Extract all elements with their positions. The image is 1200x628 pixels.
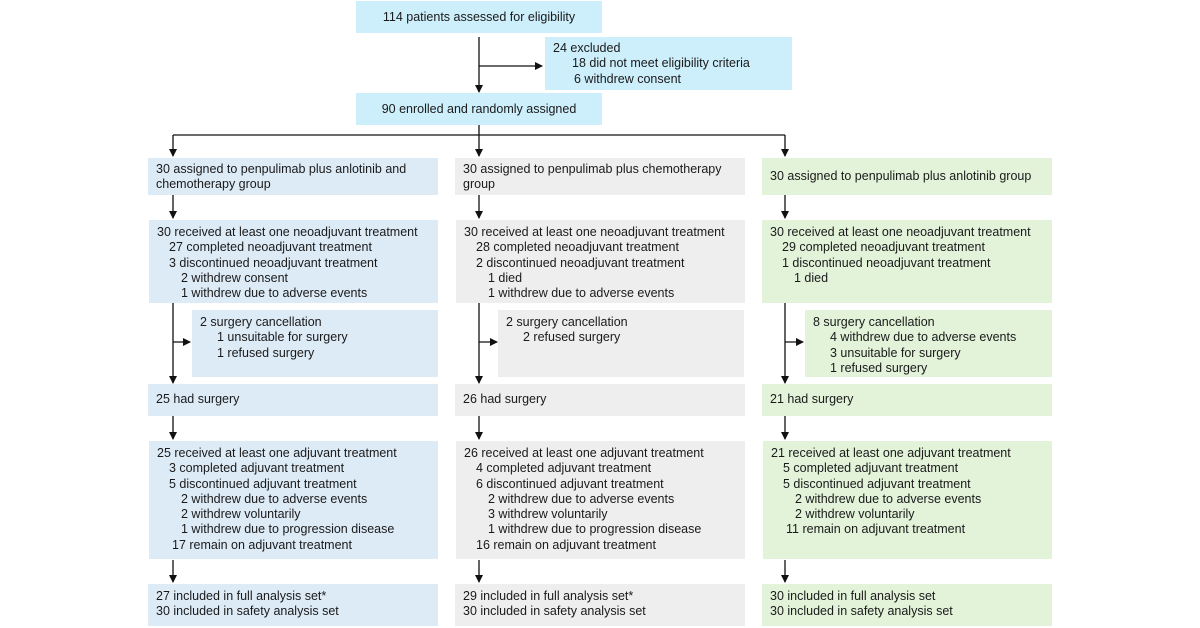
neo-received: 30 received at least one neoadjuvant tre… <box>157 225 418 239</box>
group2-adjuvant-box: 26 received at least one adjuvant treatm… <box>456 441 745 559</box>
surgery-text: 21 had surgery <box>770 392 854 406</box>
cancel-reason: 1 refused surgery <box>217 345 315 360</box>
group3-assigned-box: 30 assigned to penpulimab plus anlotinib… <box>762 158 1052 195</box>
cancel-title: 2 surgery cancellation <box>506 315 628 329</box>
neo-reason: 2 withdrew consent <box>181 270 289 285</box>
analysis-full: 27 included in full analysis set* <box>156 589 327 603</box>
enrolled-box: 90 enrolled and randomly assigned <box>356 93 602 125</box>
adj-remain: 11 remain on adjuvant treatment <box>786 522 966 537</box>
adj-reason: 1 withdrew due to progression disease <box>488 522 702 537</box>
adj-received: 25 received at least one adjuvant treatm… <box>157 446 397 460</box>
group3-assigned-text: 30 assigned to penpulimab plus anlotinib… <box>770 169 1032 183</box>
group1-assigned-text: 30 assigned to penpulimab plus anlotinib… <box>156 162 407 192</box>
neo-received: 30 received at least one neoadjuvant tre… <box>464 225 725 239</box>
cancel-title: 8 surgery cancellation <box>813 315 935 329</box>
cancel-reason: 1 unsuitable for surgery <box>217 330 348 345</box>
neo-completed: 29 completed neoadjuvant treatment <box>782 240 985 255</box>
analysis-safety: 30 included in safety analysis set <box>463 604 646 619</box>
excluded-title: 24 excluded <box>553 41 621 55</box>
group2-neoadjuvant-box: 30 received at least one neoadjuvant tre… <box>456 220 745 303</box>
group2-surgery-box: 26 had surgery <box>455 384 745 416</box>
neo-completed: 28 completed neoadjuvant treatment <box>476 240 679 255</box>
group2-assigned-box: 30 assigned to penpulimab plus chemother… <box>455 158 745 195</box>
adj-completed: 5 completed adjuvant treatment <box>783 461 959 476</box>
group3-analysis-box: 30 included in full analysis set 30 incl… <box>762 584 1052 626</box>
neo-reason: 1 withdrew due to adverse events <box>181 286 368 301</box>
group1-neoadjuvant-box: 30 received at least one neoadjuvant tre… <box>149 220 438 303</box>
adj-discontinued: 5 discontinued adjuvant treatment <box>783 476 971 491</box>
analysis-full: 30 included in full analysis set <box>770 589 936 603</box>
neo-reason: 1 died <box>794 270 829 285</box>
adj-reason: 2 withdrew due to adverse events <box>488 491 675 506</box>
excluded-reason: 18 did not meet eligibility criteria <box>572 56 750 71</box>
group1-adjuvant-box: 25 received at least one adjuvant treatm… <box>149 441 438 559</box>
group3-cancellation-box: 8 surgery cancellation 4 withdrew due to… <box>805 310 1052 377</box>
surgery-text: 26 had surgery <box>463 392 547 406</box>
adj-remain: 16 remain on adjuvant treatment <box>476 537 656 552</box>
group2-cancellation-box: 2 surgery cancellation 2 refused surgery <box>498 310 744 377</box>
group2-analysis-box: 29 included in full analysis set* 30 inc… <box>455 584 745 626</box>
adj-received: 21 received at least one adjuvant treatm… <box>771 446 1011 460</box>
neo-discontinued: 3 discontinued neoadjuvant treatment <box>169 255 378 270</box>
neo-discontinued: 1 discontinued neoadjuvant treatment <box>782 255 991 270</box>
adj-discontinued: 6 discontinued adjuvant treatment <box>476 476 664 491</box>
assessed-box: 114 patients assessed for eligibility <box>356 1 602 33</box>
neo-reason: 1 withdrew due to adverse events <box>488 286 675 301</box>
group1-assigned-box: 30 assigned to penpulimab plus anlotinib… <box>148 158 438 195</box>
neo-reason: 1 died <box>488 270 523 285</box>
neo-discontinued: 2 discontinued neoadjuvant treatment <box>476 255 685 270</box>
cancel-reason: 4 withdrew due to adverse events <box>830 330 1017 345</box>
adj-reason: 2 withdrew due to adverse events <box>181 491 368 506</box>
adj-reason: 1 withdrew due to progression disease <box>181 522 395 537</box>
analysis-safety: 30 included in safety analysis set <box>770 604 953 619</box>
neo-completed: 27 completed neoadjuvant treatment <box>169 240 372 255</box>
adj-completed: 3 completed adjuvant treatment <box>169 461 345 476</box>
group1-surgery-box: 25 had surgery <box>148 384 438 416</box>
adj-reason: 3 withdrew voluntarily <box>488 507 608 522</box>
group3-adjuvant-box: 21 received at least one adjuvant treatm… <box>763 441 1052 559</box>
adj-remain: 17 remain on adjuvant treatment <box>172 537 352 552</box>
neo-received: 30 received at least one neoadjuvant tre… <box>770 225 1031 239</box>
analysis-safety: 30 included in safety analysis set <box>156 604 339 619</box>
adj-discontinued: 5 discontinued adjuvant treatment <box>169 476 357 491</box>
group3-surgery-box: 21 had surgery <box>762 384 1052 416</box>
adj-reason: 2 withdrew voluntarily <box>795 507 915 522</box>
group3-neoadjuvant-box: 30 received at least one neoadjuvant tre… <box>762 220 1052 303</box>
assessed-text: 114 patients assessed for eligibility <box>382 10 576 24</box>
cancel-reason: 3 unsuitable for surgery <box>830 345 961 360</box>
adj-reason: 2 withdrew voluntarily <box>181 507 301 522</box>
excluded-box: 24 excluded 18 did not meet eligibility … <box>545 37 792 90</box>
adj-completed: 4 completed adjuvant treatment <box>476 461 652 476</box>
cancel-title: 2 surgery cancellation <box>200 315 322 329</box>
surgery-text: 25 had surgery <box>156 392 240 406</box>
adj-received: 26 received at least one adjuvant treatm… <box>464 446 704 460</box>
analysis-full: 29 included in full analysis set* <box>463 589 634 603</box>
enrolled-text: 90 enrolled and randomly assigned <box>381 102 577 116</box>
group2-assigned-text: 30 assigned to penpulimab plus chemother… <box>463 162 722 192</box>
cancel-reason: 1 refused surgery <box>830 360 928 375</box>
cancel-reason: 2 refused surgery <box>523 330 621 345</box>
group1-cancellation-box: 2 surgery cancellation 1 unsuitable for … <box>192 310 438 377</box>
excluded-reason: 6 withdrew consent <box>574 71 682 86</box>
adj-reason: 2 withdrew due to adverse events <box>795 491 982 506</box>
group1-analysis-box: 27 included in full analysis set* 30 inc… <box>148 584 438 626</box>
